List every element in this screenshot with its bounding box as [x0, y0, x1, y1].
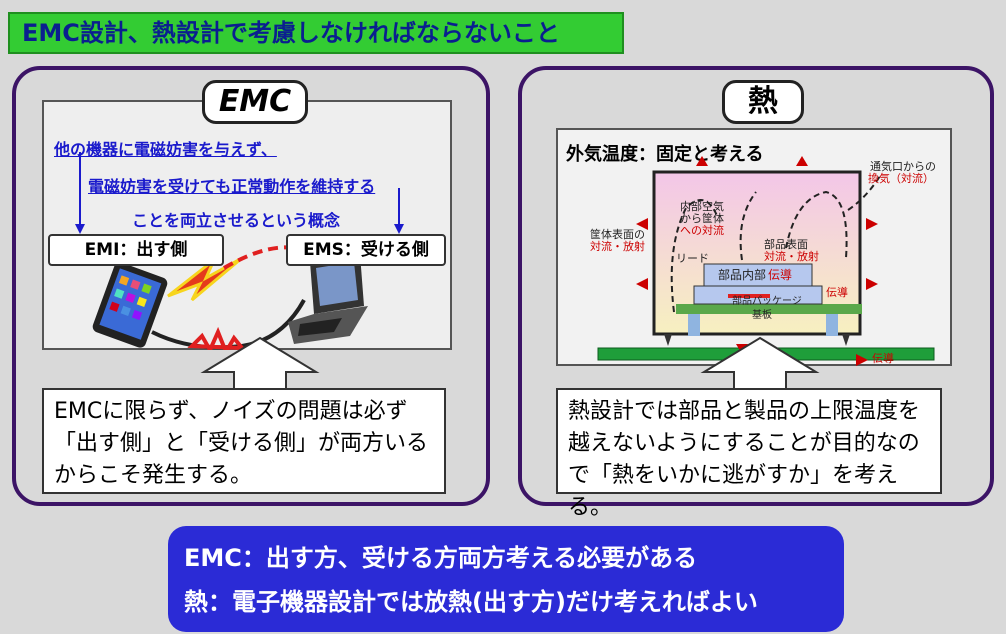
part-inner-conduction: 伝導	[768, 268, 793, 282]
smartphone-icon	[92, 262, 168, 348]
emc-callout: EMCに限らず、ノイズの問題は必ず「出す側」と「受ける側」が両方いるからこそ発生…	[42, 388, 446, 494]
part-surface-1: 部品表面	[764, 238, 808, 251]
inner-air-1: 内部空気	[680, 200, 724, 213]
summary-box: EMC：出す方、受ける方両方考える必要がある 熱：電子機器設計では放熱(出す方)…	[168, 526, 844, 632]
noise-spike-icon	[187, 326, 247, 350]
heat-tab: 熱	[722, 80, 804, 124]
case-surface-1: 筐体表面の	[590, 228, 645, 241]
package-label: 部品パッケージ	[732, 296, 802, 307]
conduction-label-2: 伝導	[872, 352, 894, 365]
emc-illustration	[75, 152, 404, 350]
inner-air-3: への対流	[680, 224, 724, 237]
heat-callout: 熱設計では部品と製品の上限温度を越えないようにすることが目的なので「熱をいかに逃…	[556, 388, 942, 520]
emc-line-2: 電磁妨害を受けても正常動作を維持する	[88, 177, 376, 196]
board-label: 基板	[752, 310, 772, 321]
page-title: EMC設計、熱設計で考慮しなければならないこと	[8, 12, 624, 54]
summary-line-1: EMC：出す方、受ける方両方考える必要がある	[184, 544, 698, 572]
emc-tab: EMC	[202, 80, 308, 124]
part-surface-2: 対流・放射	[764, 250, 819, 263]
part-inner-label: 部品内部	[718, 268, 767, 282]
up-arrow-icon	[200, 336, 320, 392]
vent-label-2: 換気（対流）	[868, 172, 934, 185]
emc-line-3: ことを両立させるという概念	[132, 211, 341, 230]
emc-line-1: 他の機器に電磁妨害を与えず、	[54, 140, 277, 159]
case-surface-2: 対流・放射	[590, 240, 645, 253]
summary-line-2: 熱：電子機器設計では放熱(出す方)だけ考えればよい	[184, 588, 758, 616]
emi-label: EMI：出す側	[48, 234, 224, 266]
lead-label: リード	[676, 252, 709, 265]
heat-up-arrow-icon	[700, 336, 820, 392]
inner-air-2: から筐体	[680, 212, 724, 225]
heat-inner-title: 外気温度：固定と考える	[566, 144, 764, 165]
ems-label: EMS：受ける側	[286, 234, 446, 266]
laptop-icon	[288, 254, 368, 344]
conduction-label-1: 伝導	[826, 286, 848, 299]
vent-label-1: 通気口からの	[870, 160, 936, 173]
